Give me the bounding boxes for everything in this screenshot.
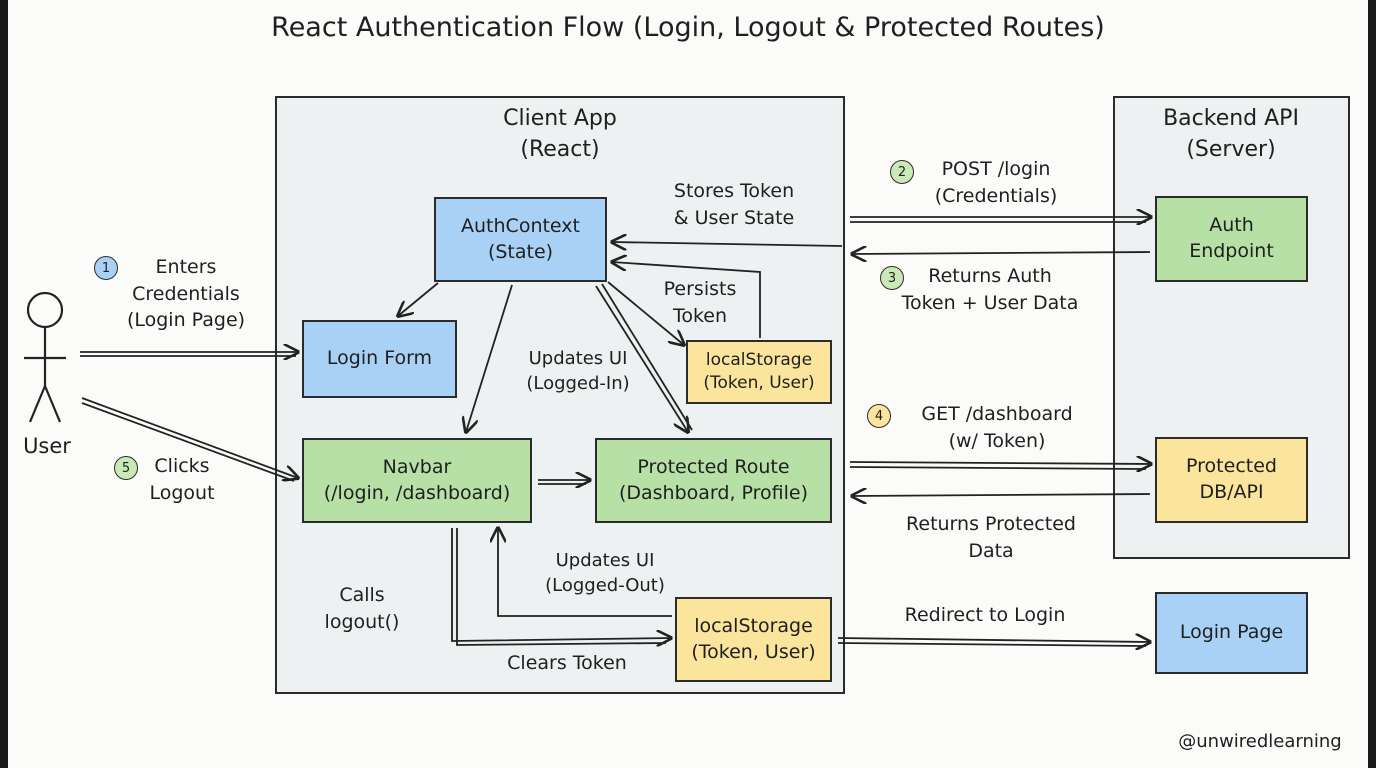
backend-api-title: Backend API (Server) — [1163, 106, 1299, 162]
step-5-label: Clicks Logout — [149, 455, 215, 504]
user-stick-figure-icon — [24, 291, 66, 423]
clears-token-label: Clears Token — [507, 652, 627, 674]
persists-token-label: Persists Token — [663, 278, 737, 327]
arrow-returns-auth-token — [852, 252, 1151, 254]
protected-db-node: Protected DB/API — [1155, 437, 1308, 523]
redirect-to-login-label: Redirect to Login — [904, 604, 1066, 626]
step-4-label: GET /dashboard (w/ Token) — [921, 403, 1073, 452]
auth-endpoint-node: Auth Endpoint — [1155, 196, 1308, 282]
arrow-updates-ui-logged-out — [498, 528, 672, 617]
step-1-badge: 1 — [94, 256, 118, 280]
arrow-auth-to-protected-route — [595, 285, 688, 432]
local-storage-top-node: localStorage (Token, User) — [686, 340, 832, 404]
step-1-label: Enters Credentials (Login Page) — [126, 256, 246, 332]
arrow-auth-to-local-storage — [607, 281, 684, 345]
calls-logout-label: Calls logout() — [324, 584, 400, 633]
watermark: @unwiredlearning — [1178, 731, 1342, 752]
step-3-label: Returns Auth Token + User Data — [901, 265, 1079, 314]
step-4-badge: 4 — [867, 404, 891, 428]
updates-ui-logged-out-label: Updates UI (Logged-Out) — [545, 550, 665, 597]
step-3-badge: 3 — [880, 266, 904, 290]
auth-context-node: AuthContext (State) — [434, 197, 607, 282]
updates-ui-logged-in-label: Updates UI (Logged-In) — [526, 348, 630, 395]
navbar-node: Navbar (/login, /dashboard) — [302, 438, 532, 523]
client-app-title: Client App (React) — [503, 106, 617, 162]
login-page-node: Login Page — [1155, 592, 1308, 674]
login-form-node: Login Form — [302, 320, 457, 398]
diagram-title: React Authentication Flow (Login, Logout… — [271, 12, 1105, 43]
arrow-get-dashboard — [849, 462, 1151, 464]
arrow-user-to-navbar — [81, 397, 298, 478]
arrow-stores-token — [612, 242, 843, 246]
arrow-persists-token — [612, 262, 761, 338]
arrow-returns-protected-data — [852, 494, 1151, 496]
arrow-redirect-to-login — [837, 638, 1150, 642]
step-2-label: POST /login (Credentials) — [934, 158, 1058, 207]
returns-protected-data-label: Returns Protected Data — [906, 513, 1076, 562]
step-2-badge: 2 — [890, 160, 914, 184]
arrow-auth-to-login-form — [398, 282, 439, 316]
step-5-badge: 5 — [114, 456, 138, 480]
local-storage-bottom-node: localStorage (Token, User) — [675, 597, 832, 682]
arrow-clears-token — [451, 528, 671, 641]
protected-route-node: Protected Route (Dashboard, Profile) — [595, 438, 832, 523]
stores-token-label: Stores Token & User State — [673, 180, 795, 229]
arrow-auth-to-navbar — [466, 284, 513, 432]
user-label: User — [23, 434, 71, 458]
